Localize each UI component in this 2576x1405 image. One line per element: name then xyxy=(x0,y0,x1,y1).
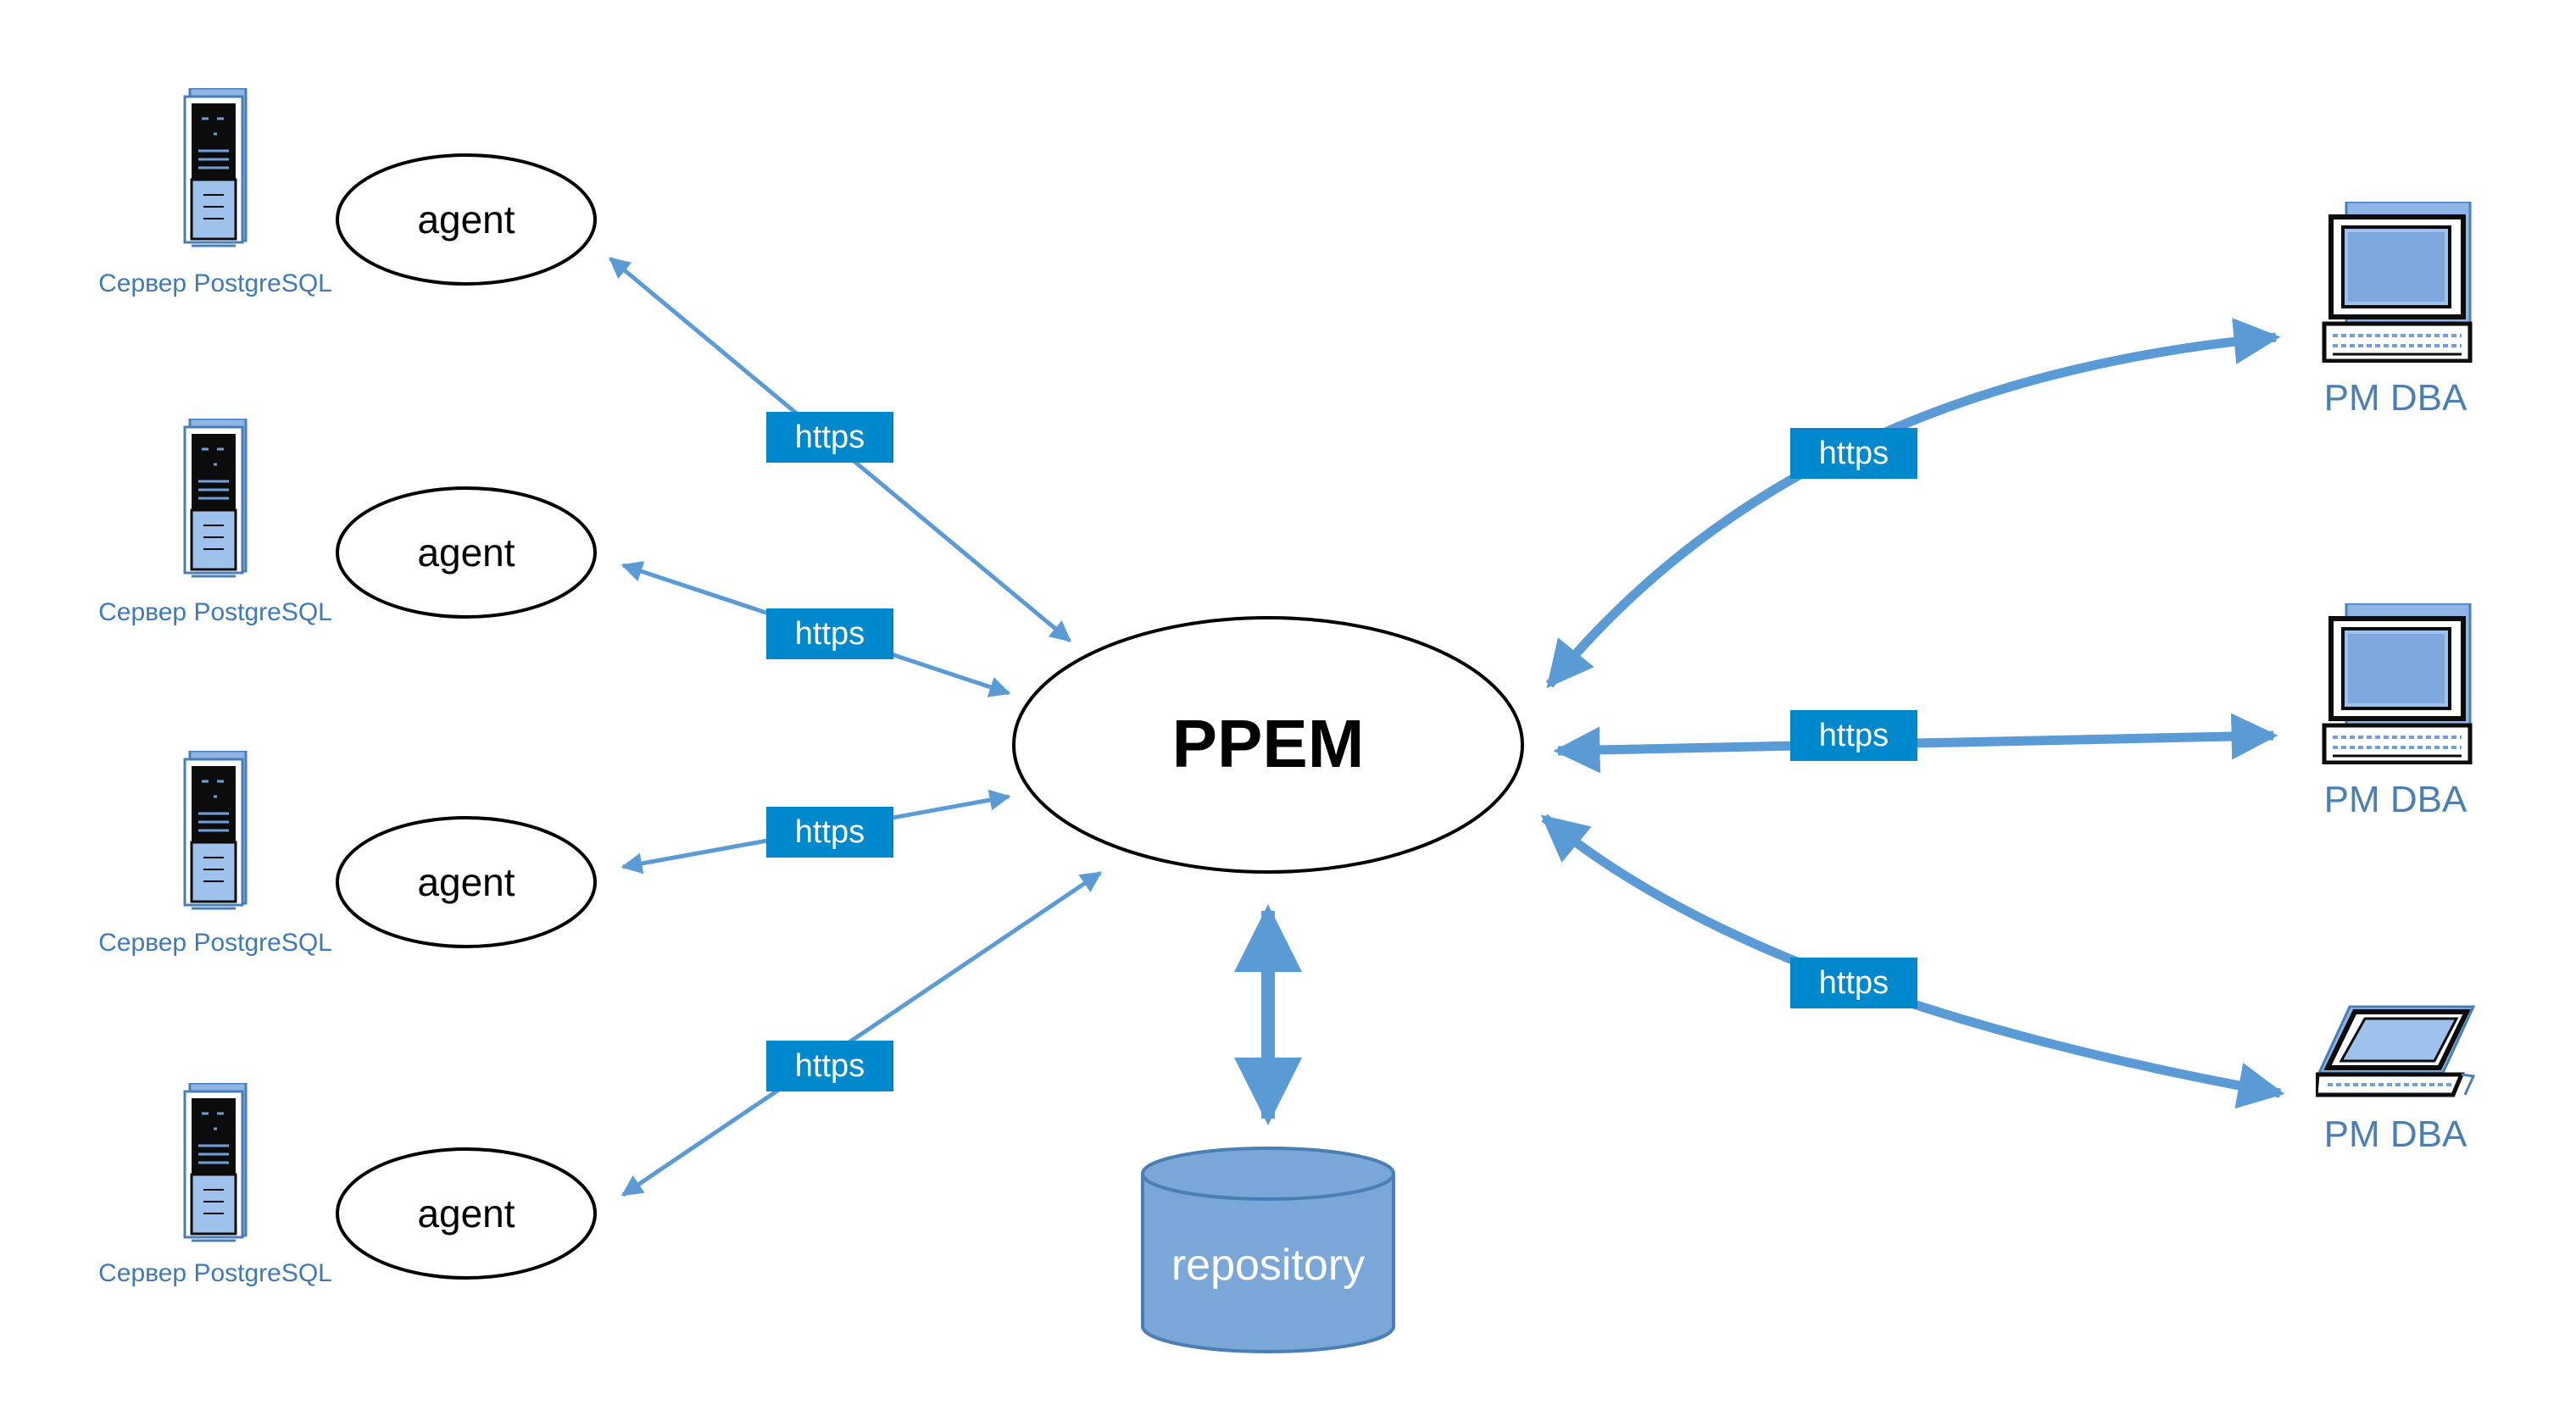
svg-text:https: https xyxy=(795,419,865,455)
svg-text:https: https xyxy=(795,814,865,850)
server-icon xyxy=(183,88,248,247)
server-label: Сервер PostgreSQL xyxy=(98,598,332,626)
desktop-computer-icon xyxy=(2324,202,2470,361)
agent-node xyxy=(336,1147,597,1280)
client-link-3-arrow xyxy=(1540,814,2285,1109)
server-label: Сервер PostgreSQL xyxy=(98,269,332,297)
server-icon xyxy=(183,1083,248,1242)
https-badge: https xyxy=(1790,958,1917,1008)
agent-label: agent xyxy=(417,1191,515,1236)
server-icon xyxy=(183,419,248,578)
https-badge: https xyxy=(766,412,893,463)
client-link-1-arrow xyxy=(1545,318,2281,689)
svg-text:https: https xyxy=(795,1048,865,1084)
server-label: Сервер PostgreSQL xyxy=(98,1259,332,1287)
agent-link-4-arrow xyxy=(620,870,1103,1197)
ppem-node xyxy=(1012,616,1524,874)
svg-text:https: https xyxy=(795,616,865,652)
laptop-icon xyxy=(2316,1007,2473,1095)
svg-text:https: https xyxy=(1819,965,1889,1001)
ppem-label: PPEM xyxy=(1172,706,1365,781)
client-label: PM DBA xyxy=(2324,1113,2468,1155)
agent-node xyxy=(336,816,597,948)
agent-label: agent xyxy=(417,197,515,242)
agent-node xyxy=(336,486,597,619)
client-label: PM DBA xyxy=(2324,377,2468,419)
client-label: PM DBA xyxy=(2324,779,2468,820)
desktop-computer-icon xyxy=(2324,603,2470,763)
agent-label: agent xyxy=(417,860,515,904)
server-icon xyxy=(183,751,248,910)
repository-cylinder xyxy=(1141,1147,1395,1353)
server-label: Сервер PostgreSQL xyxy=(98,929,332,957)
svg-text:https: https xyxy=(1819,718,1889,753)
https-badge: https xyxy=(1790,710,1917,761)
svg-text:https: https xyxy=(1819,436,1889,471)
https-badge: https xyxy=(766,1041,893,1091)
https-badge: https xyxy=(766,608,893,659)
agent-node xyxy=(336,153,597,286)
https-badge: https xyxy=(1790,428,1917,479)
https-badge: https xyxy=(766,807,893,858)
repository-label: repository xyxy=(1171,1241,1365,1290)
agent-label: agent xyxy=(417,530,515,575)
